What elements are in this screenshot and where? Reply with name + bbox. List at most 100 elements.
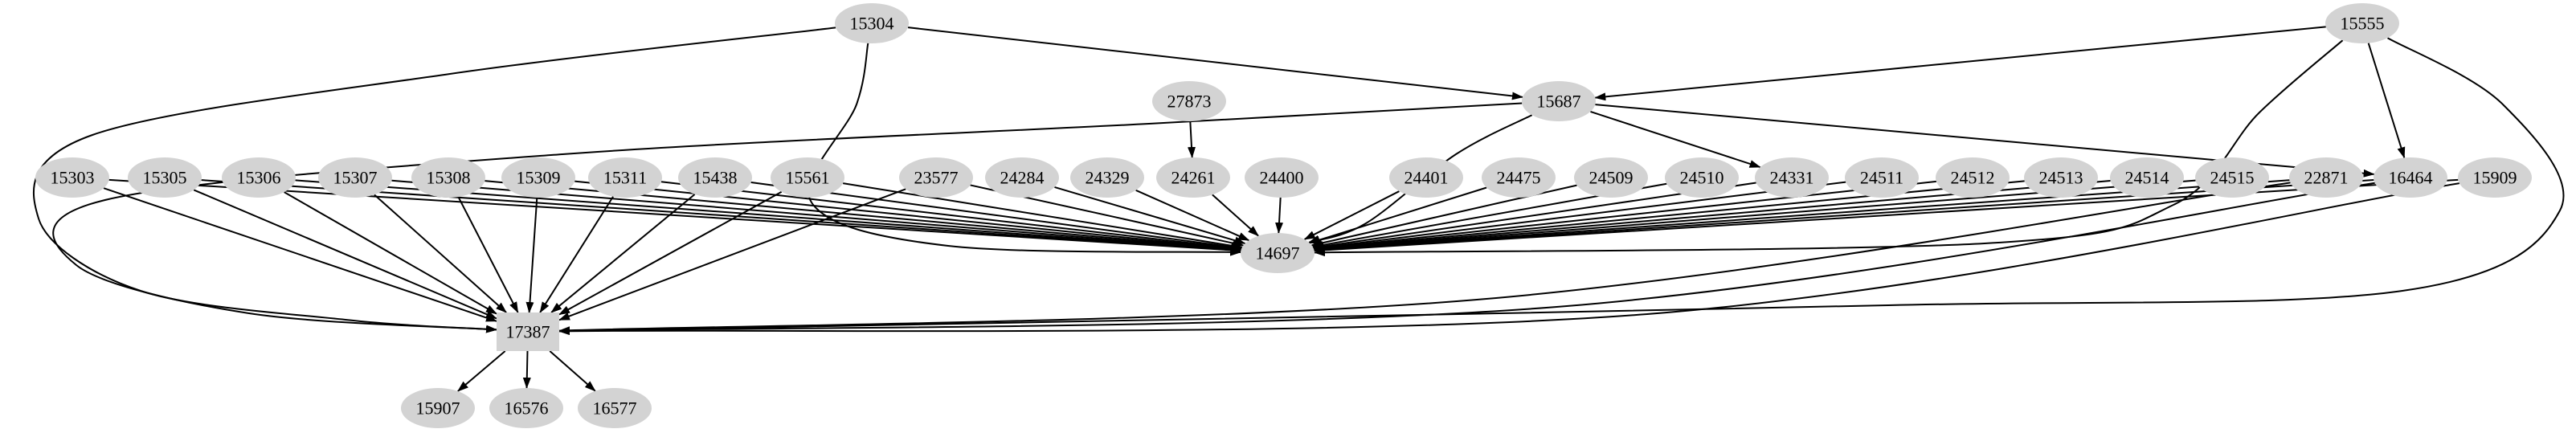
node-14697: 14697 [1241, 233, 1315, 273]
node-label: 15305 [143, 168, 187, 188]
node-24329: 24329 [1070, 157, 1144, 198]
node-15687: 15687 [1522, 81, 1596, 121]
node-label: 15909 [2473, 168, 2517, 188]
node-label: 24515 [2210, 168, 2255, 188]
edge-15687-24331 [1590, 110, 1761, 169]
node-15555: 15555 [2325, 3, 2399, 43]
node-23577: 23577 [899, 157, 973, 198]
edge-17387-15907 [457, 350, 506, 392]
node-ellipse-shape [1156, 157, 1230, 198]
node-ellipse-shape [1070, 157, 1144, 198]
node-ellipse-shape [318, 157, 392, 198]
edge-24329-14697 [1135, 189, 1250, 242]
edge-15304-17387 [32, 27, 836, 333]
node-label: 15311 [603, 168, 647, 188]
node-ellipse-shape [899, 157, 973, 198]
edge-23577-17387 [558, 188, 906, 321]
edge-15303-14697 [108, 178, 1242, 255]
edge-15555-17387 [558, 37, 2565, 336]
edge-22871-17387 [558, 182, 2291, 335]
node-label: 24329 [1086, 168, 1130, 188]
node-ellipse-shape [1936, 157, 2010, 198]
edge-27873-24261 [1188, 121, 1196, 159]
edge-15555-15687 [1594, 26, 2326, 101]
edge-15303-17387 [103, 187, 497, 322]
node-15308: 15308 [411, 157, 485, 198]
edge-15909-17387 [558, 182, 2460, 336]
node-ellipse-shape [578, 388, 652, 428]
edge-17387-16576 [522, 350, 531, 390]
node-label: 24331 [1770, 168, 1814, 188]
node-24511: 24511 [1845, 157, 1919, 198]
edge-15304-15687 [907, 27, 1523, 100]
edge-15438-14697 [750, 182, 1243, 251]
node-label: 15438 [693, 168, 738, 188]
node-ellipse-shape [1241, 233, 1315, 273]
node-24515: 24515 [2195, 157, 2269, 198]
node-ellipse-shape [401, 388, 475, 428]
node-label: 24510 [1680, 168, 1724, 188]
node-15909: 15909 [2458, 157, 2532, 198]
node-15304: 15304 [835, 3, 909, 43]
node-label: 23577 [914, 168, 959, 188]
node-ellipse-shape [1482, 157, 1556, 198]
node-label: 15306 [237, 168, 281, 188]
edge-15305-17387 [193, 189, 497, 320]
node-ellipse-shape [501, 157, 575, 198]
node-ellipse-shape [2289, 157, 2363, 198]
node-label: 15561 [786, 168, 830, 188]
node-24400: 24400 [1245, 157, 1319, 198]
edge-15561-17387 [558, 190, 783, 316]
node-box-shape [497, 312, 559, 351]
node-ellipse-shape [35, 157, 109, 198]
node-label: 15555 [2341, 14, 2385, 34]
node-label: 24401 [1405, 168, 1449, 188]
node-label: 14697 [1256, 243, 1300, 263]
edge-15309-17387 [525, 197, 538, 313]
edge-24401-14697 [1303, 190, 1400, 240]
node-ellipse-shape [1152, 81, 1226, 121]
node-label: 24261 [1171, 168, 1216, 188]
node-label: 24514 [2125, 168, 2169, 188]
edge-15909-14697 [1313, 178, 2459, 255]
node-ellipse-shape [2110, 157, 2184, 198]
node-ellipse-shape [2024, 157, 2098, 198]
node-15907: 15907 [401, 388, 475, 428]
node-ellipse-shape [222, 157, 296, 198]
node-ellipse-shape [1845, 157, 1919, 198]
node-label: 16464 [2389, 168, 2433, 188]
node-ellipse-shape [1389, 157, 1463, 198]
node-24509: 24509 [1574, 157, 1648, 198]
node-15561: 15561 [771, 157, 844, 198]
edge-24511-14697 [1312, 181, 1846, 251]
edge-15309-14697 [574, 180, 1242, 253]
node-15303: 15303 [35, 157, 109, 198]
node-ellipse-shape [489, 388, 563, 428]
node-15306: 15306 [222, 157, 296, 198]
node-label: 22871 [2304, 168, 2349, 188]
node-label: 24511 [1860, 168, 1903, 188]
node-ellipse-shape [2374, 157, 2447, 198]
node-ellipse-shape [588, 157, 662, 198]
edge-24261-14697 [1212, 194, 1259, 237]
node-16577: 16577 [578, 388, 652, 428]
node-24284: 24284 [985, 157, 1059, 198]
edge-15311-17387 [539, 196, 614, 313]
node-ellipse-shape [1245, 157, 1319, 198]
node-ellipse-shape [411, 157, 485, 198]
edge-24400-14697 [1275, 197, 1284, 235]
node-label: 15907 [416, 398, 460, 419]
node-24261: 24261 [1156, 157, 1230, 198]
node-label: 24512 [1951, 168, 1995, 188]
node-label: 15304 [850, 14, 894, 34]
node-label: 24509 [1589, 168, 1634, 188]
edge-15555-16464 [2367, 43, 2406, 159]
edge-15304-14697 [808, 43, 1242, 256]
node-label: 24513 [2039, 168, 2083, 188]
edge-24512-14697 [1313, 180, 1936, 252]
edge-15311-14697 [660, 181, 1243, 252]
edge-15438-17387 [550, 194, 696, 313]
edge-16464-17387 [558, 182, 2375, 335]
